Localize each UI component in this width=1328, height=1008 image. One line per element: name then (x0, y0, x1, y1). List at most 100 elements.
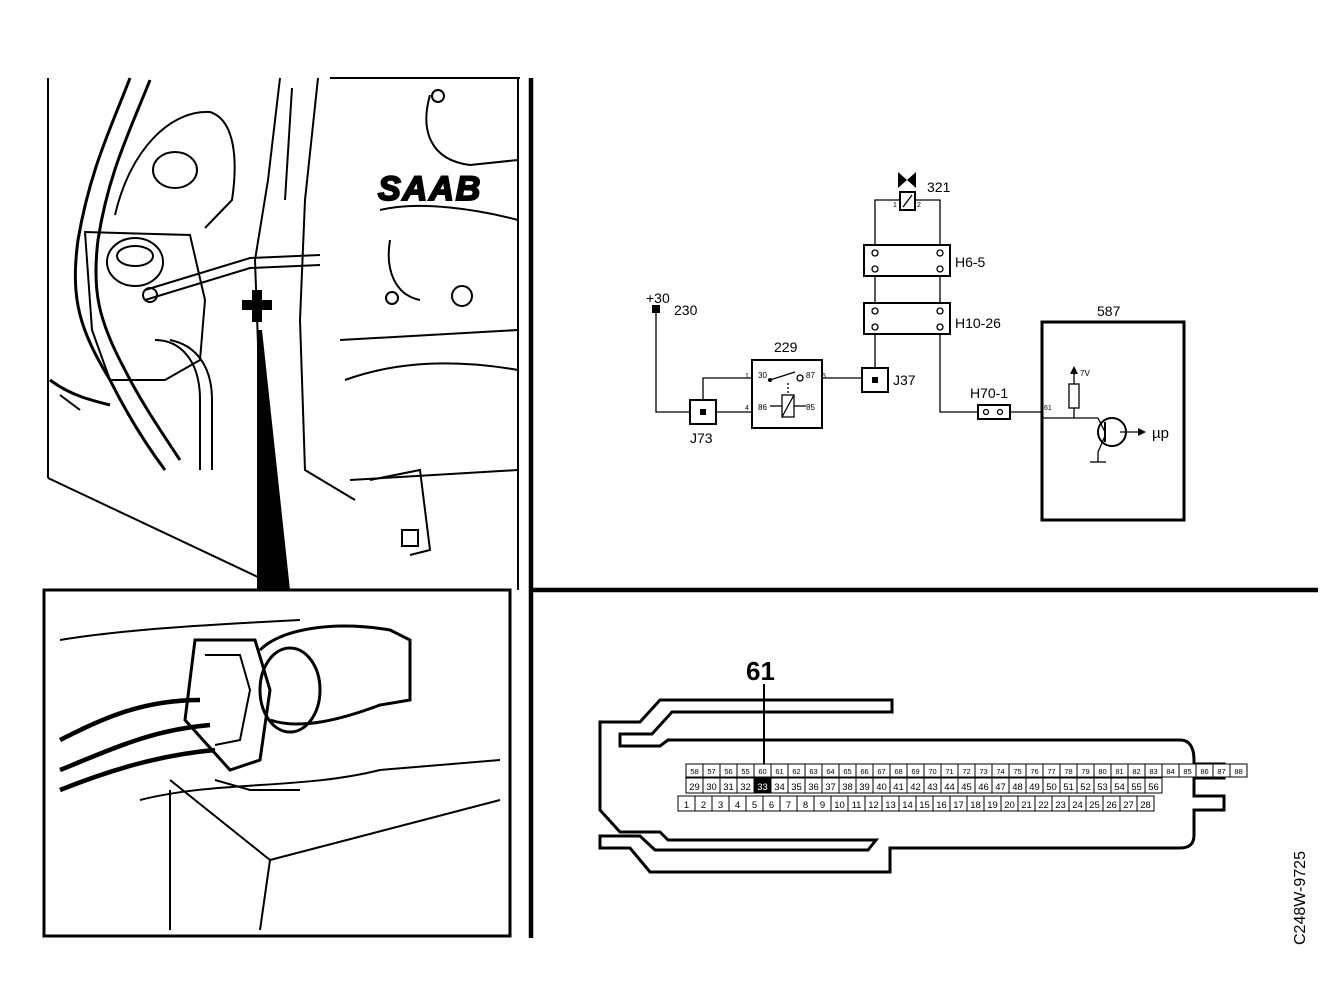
pin-number: 12 (868, 800, 879, 811)
pin-number: 37 (825, 782, 836, 793)
pin-number: 9 (820, 800, 825, 811)
pin-number: 15 (919, 800, 930, 811)
pin-number: 69 (911, 767, 919, 776)
pin-number: 36 (808, 782, 819, 793)
module-587-label: 587 (1097, 303, 1121, 319)
pin-number: 33 (757, 782, 768, 793)
connector-h6-5 (863, 244, 951, 277)
pin-number: 23 (1055, 800, 1066, 811)
pin-number: 4 (735, 800, 740, 811)
component-321 (899, 191, 916, 211)
pin-number: 20 (1004, 800, 1015, 811)
relay-pin-4: 4 (745, 405, 749, 412)
feed-terminal (652, 305, 660, 313)
h10-26-label: H10-26 (955, 315, 1001, 331)
valve-icon (898, 172, 916, 188)
pin-number: 86 (1200, 767, 1208, 776)
pin-number: 83 (1149, 767, 1157, 776)
component-321-label: 321 (927, 179, 951, 195)
pin-number: 68 (894, 767, 902, 776)
pin-number: 81 (1115, 767, 1123, 776)
pin-number: 29 (689, 782, 700, 793)
pin-number: 16 (936, 800, 947, 811)
j37-label: J37 (893, 372, 916, 388)
pin-number: 58 (690, 767, 698, 776)
module-pin-61: 61 (1044, 405, 1052, 412)
engine-bay-illustration: SAAB (47, 77, 520, 590)
figure-code: C248W-9725 (1292, 851, 1309, 945)
brand-text: SAAB (378, 170, 482, 208)
pin-number: 77 (1047, 767, 1055, 776)
panel-dividers (528, 78, 1318, 938)
pin-number: 3 (718, 800, 723, 811)
connector-inset (42, 588, 512, 938)
pin-number: 14 (902, 800, 913, 811)
pin-number: 38 (842, 782, 853, 793)
pin-number: 2 (701, 800, 706, 811)
connector-h10-26 (863, 302, 951, 335)
pin-number: 85 (1183, 767, 1191, 776)
pin-number: 65 (843, 767, 851, 776)
pin-number: 22 (1038, 800, 1049, 811)
pin-number: 73 (979, 767, 987, 776)
pin-number: 47 (995, 782, 1006, 793)
pin-number: 41 (893, 782, 904, 793)
pin-number: 46 (978, 782, 989, 793)
relay-229 (751, 359, 823, 429)
component-321-pin-2: 2 (917, 202, 921, 209)
pin-number: 25 (1089, 800, 1100, 811)
pin-number: 87 (1217, 767, 1225, 776)
pin-number: 53 (1097, 782, 1108, 793)
pin-number: 62 (792, 767, 800, 776)
h6-5-label: H6-5 (955, 254, 986, 270)
pin-number: 79 (1081, 767, 1089, 776)
location-marker-icon (242, 290, 272, 322)
pin-number: 24 (1072, 800, 1083, 811)
pin-number: 43 (927, 782, 938, 793)
pin-number: 52 (1080, 782, 1091, 793)
pin-number: 57 (707, 767, 715, 776)
output-label: µp (1152, 425, 1169, 442)
pin-number: 64 (826, 767, 834, 776)
pin-number: 30 (706, 782, 717, 793)
pin-number: 60 (758, 767, 766, 776)
connector-h70-1 (977, 404, 1011, 420)
connector-housing (598, 698, 1226, 874)
pin-cell (1144, 777, 1163, 794)
pin-number: 40 (876, 782, 887, 793)
j73-label: J73 (690, 430, 713, 446)
pin-number: 49 (1029, 782, 1040, 793)
pin-number: 61 (775, 767, 783, 776)
pin-number: 72 (962, 767, 970, 776)
pin-number: 56 (724, 767, 732, 776)
pin-number: 32 (740, 782, 751, 793)
feed-label: +30 (646, 290, 670, 306)
relay-label: 229 (774, 339, 798, 355)
relay-pin-5: 5 (822, 373, 826, 380)
pin-number: 44 (944, 782, 955, 793)
pin-number: 56 (1148, 782, 1159, 793)
pin-number: 76 (1030, 767, 1038, 776)
pin-number: 84 (1166, 767, 1174, 776)
pin-number: 75 (1013, 767, 1021, 776)
pin-callout: 61 (746, 656, 775, 686)
pin-number: 82 (1132, 767, 1140, 776)
component-321-pin-1: 1 (893, 202, 897, 209)
feed-node-label: 230 (674, 302, 698, 318)
relay-pin-86: 86 (758, 403, 767, 412)
pin-number: 18 (970, 800, 981, 811)
pin-number: 66 (860, 767, 868, 776)
pin-number: 55 (741, 767, 749, 776)
pin-cell (1136, 795, 1155, 812)
pin-number: 21 (1021, 800, 1032, 811)
pin-number: 45 (961, 782, 972, 793)
pin-number: 78 (1064, 767, 1072, 776)
pin-number: 28 (1140, 800, 1151, 811)
pin-number: 27 (1123, 800, 1134, 811)
pin-number: 5 (752, 800, 757, 811)
relay-pin-87: 87 (806, 371, 815, 380)
pin-number: 26 (1106, 800, 1117, 811)
pin-number: 80 (1098, 767, 1106, 776)
